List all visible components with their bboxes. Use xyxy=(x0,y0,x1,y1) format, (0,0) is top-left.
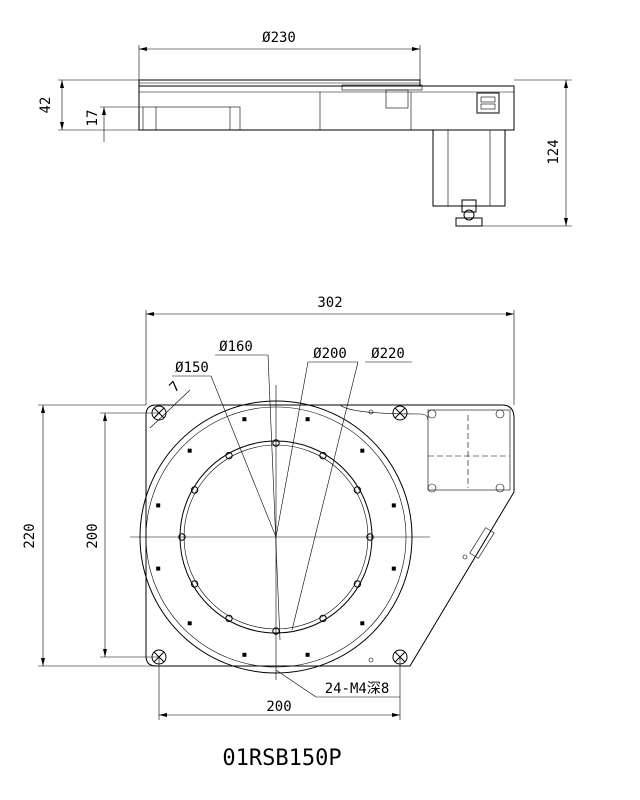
hole xyxy=(225,451,233,460)
side-view: Ø230 42 17 xyxy=(38,30,572,227)
hole xyxy=(156,503,161,508)
overall-height-label: 220 xyxy=(22,523,38,548)
diameter-160-label: Ø160 xyxy=(219,339,253,355)
horizontal-pitch-label: 200 xyxy=(266,699,291,715)
hole xyxy=(319,451,327,460)
hole xyxy=(190,486,199,494)
hole xyxy=(391,566,396,571)
hole xyxy=(360,448,365,453)
diameter-220-label: Ø220 xyxy=(371,346,405,362)
hole xyxy=(156,566,161,571)
model-title: 01RSB150P xyxy=(222,746,341,771)
hole xyxy=(187,448,192,453)
hole xyxy=(305,652,310,657)
hole xyxy=(190,580,199,588)
hole xyxy=(360,621,365,626)
hole-note-label: 24-M4深8 xyxy=(325,681,390,697)
corner-screw xyxy=(392,405,408,421)
diameter-200-label: Ø200 xyxy=(313,346,347,362)
top-view: 302 xyxy=(22,295,515,720)
hole xyxy=(319,614,327,623)
corner-dim-label: 7 xyxy=(167,379,184,396)
base-height-label: 17 xyxy=(85,110,101,127)
hole xyxy=(242,417,247,422)
hole xyxy=(305,417,310,422)
hole xyxy=(242,652,247,657)
diameter-150-label: Ø150 xyxy=(175,360,209,376)
hole xyxy=(353,486,362,494)
motor-height-label: 124 xyxy=(546,139,562,164)
hole xyxy=(225,614,233,623)
hole xyxy=(391,503,396,508)
hole xyxy=(187,621,192,626)
hole xyxy=(353,580,362,588)
height-label: 42 xyxy=(38,97,54,114)
overall-width-label: 302 xyxy=(317,295,342,311)
top-width-label: Ø230 xyxy=(262,30,296,46)
vertical-pitch-label: 200 xyxy=(85,523,101,548)
